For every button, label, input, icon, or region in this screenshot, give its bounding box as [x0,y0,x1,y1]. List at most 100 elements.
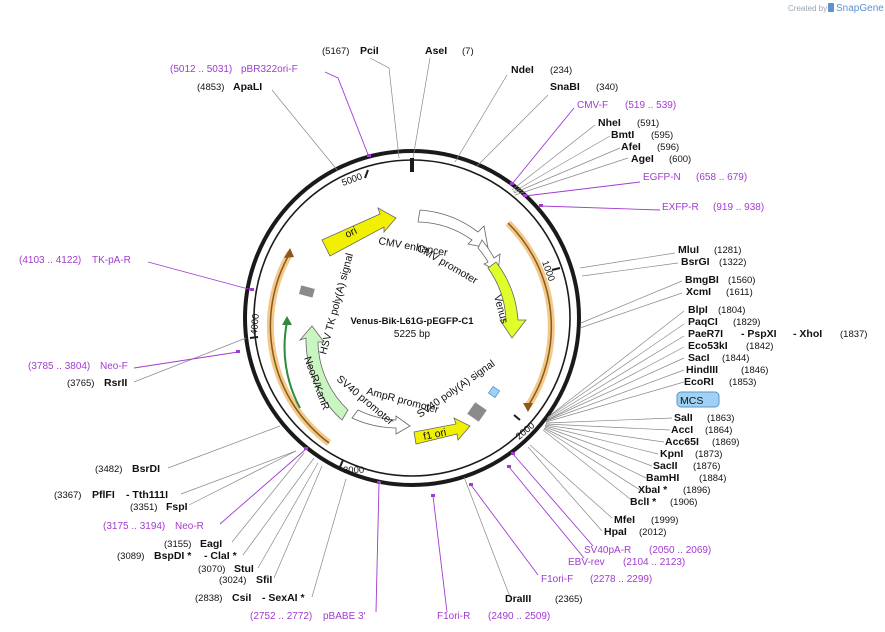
primer-tk-pa-r[interactable]: TK-pA-R [92,255,131,266]
enzyme-xbai-pos: (1896) [683,485,710,496]
enzyme-pflfi-pos: (3367) [54,490,81,501]
enzyme-bcli-pos: (1906) [670,497,697,508]
enzyme-snabi[interactable]: SnaBI [550,81,580,93]
enzyme-mfei[interactable]: MfeI [614,514,635,526]
enzyme-sfii-pos: (3024) [219,575,246,586]
enzyme-stui[interactable]: StuI [234,563,254,575]
primer-neo-f[interactable]: Neo-F [100,361,128,372]
enzyme-hpai-pos: (2012) [639,527,666,538]
enzyme-pcii[interactable]: PciI [360,45,379,57]
primer-egfp-n[interactable]: EGFP-N [643,172,681,183]
enzyme-acc65i[interactable]: Acc65I [665,436,699,448]
enzyme-ecori[interactable]: EcoRI [684,376,714,388]
enzyme-acc65i-pos: (1869) [712,437,739,448]
enzyme-eagi[interactable]: EagI [200,538,222,550]
enzyme-xbai[interactable]: XbaI * [638,484,668,496]
enzyme-sfii[interactable]: SfiI [256,574,272,586]
snapgene-logo-icon [828,3,834,12]
enzyme-bcli[interactable]: BclI * [630,496,657,508]
enzyme-eco53ki-pos: (1842) [746,341,773,352]
primer-f1ori-f-range: (2278 .. 2299) [590,574,652,585]
neo-inner-arrow [282,316,292,325]
tick-mark-1000 [551,267,561,271]
primer-cmv-f-range: (519 .. 539) [625,100,676,111]
enzyme-afei[interactable]: AfeI [621,141,641,153]
enzyme-paer7i[interactable]: PaeR7I [688,328,723,340]
enzyme-mlui[interactable]: MluI [678,244,699,256]
enzyme-fspi[interactable]: FspI [166,501,188,513]
enzyme-nhei[interactable]: NheI [598,117,621,129]
enzyme-apali[interactable]: ApaLI [233,81,262,93]
enzyme-csii[interactable]: CsiI [232,592,251,604]
feature-sv40-promoter[interactable] [351,409,411,435]
enzyme-xhoi[interactable]: - XhoI [793,328,822,340]
enzyme-bspdi-pos: (3089) [117,551,144,562]
primer-cmv-f[interactable]: CMV-F [577,100,608,111]
tick-mark-4000 [249,336,259,339]
enzyme-draiii-pos: (2365) [555,594,582,605]
enzyme-asei-pos: (7) [462,46,474,57]
feature-neor-kanr[interactable] [298,325,349,421]
enzyme-sexai[interactable]: - SexAI * [262,592,306,604]
feature-ori[interactable] [321,207,397,257]
primer-ebv-rev-range: (2104 .. 2123) [623,557,685,568]
feature-sv40-polya[interactable] [467,402,487,422]
enzyme-paqci-pos: (1829) [733,317,760,328]
enzyme-rsrii[interactable]: RsrII [104,377,127,389]
enzyme-hpai[interactable]: HpaI [604,526,627,538]
enzyme-bmgbi[interactable]: BmgBI [685,274,719,286]
enzyme-bamhi[interactable]: BamHI [646,472,679,484]
enzyme-bsrdi[interactable]: BsrDI [132,463,160,475]
enzyme-acci-pos: (1864) [705,425,732,436]
enzyme-blpi[interactable]: BlpI [688,304,708,316]
primer-egfp-n-range: (658 .. 679) [696,172,747,183]
mcs-badge[interactable] [676,391,720,408]
enzyme-sali-pos: (1863) [707,413,734,424]
enzyme-ndei-pos: (234) [550,65,572,76]
orf-arrow-venus [523,403,533,412]
enzyme-bspdi[interactable]: BspDI * [154,550,192,562]
enzyme-sacii-pos: (1876) [693,461,720,472]
primer-exfp-r[interactable]: EXFP-R [662,202,699,213]
enzyme-bmti[interactable]: BmtI [611,129,634,141]
enzyme-pspxi[interactable]: - PspXI [741,328,777,340]
enzyme-asei[interactable]: AseI [425,45,447,57]
feature-mcs-marker[interactable] [487,385,501,399]
feature-hsv-tk-polya[interactable] [298,285,315,298]
backbone-outer [243,149,581,487]
primer-neo-r[interactable]: Neo-R [175,521,204,532]
enzyme-clai[interactable]: - ClaI * [204,550,238,562]
primer-sv40pa-r[interactable]: SV40pA-R [584,545,631,556]
primer-f1ori-r[interactable]: F1ori-R [437,611,470,622]
enzyme-pflfi[interactable]: PflFI [92,489,115,501]
feature-cmv-enhancer[interactable] [417,209,489,249]
feature-f1-ori[interactable] [413,417,471,445]
enzyme-bsrgi[interactable]: BsrGI [681,256,710,268]
enzyme-agei[interactable]: AgeI [631,153,654,165]
enzyme-stui-pos: (3070) [198,564,225,575]
enzyme-eco53ki[interactable]: Eco53kI [688,340,728,352]
primer-pbr322ori-f[interactable]: pBR322ori-F [241,64,298,75]
enzyme-tth111i[interactable]: - Tth111I [126,489,168,501]
feature-ori-label: ori [343,225,359,241]
primer-f1ori-f[interactable]: F1ori-F [541,574,573,585]
enzyme-sacii[interactable]: SacII [653,460,678,472]
credit-brand: SnapGene [836,3,884,14]
primer-ebv-rev[interactable]: EBV-rev [568,557,605,568]
enzyme-xcmi[interactable]: XcmI [686,286,711,298]
enzyme-ndei[interactable]: NdeI [511,64,534,76]
enzyme-saci[interactable]: SacI [688,352,710,364]
primer-neo-f-range: (3785 .. 3804) [28,361,90,372]
primer-f1ori-r-range: (2490 .. 2509) [488,611,550,622]
primer-pbabe3[interactable]: pBABE 3' [323,611,366,622]
enzyme-acci[interactable]: AccI [671,424,693,436]
enzyme-draiii[interactable]: DraIII [505,593,531,605]
enzyme-kpni[interactable]: KpnI [660,448,683,460]
enzyme-hindiii-pos: (1846) [741,365,768,376]
feature-venus[interactable] [487,261,527,339]
enzyme-sali[interactable]: SalI [674,412,693,424]
primer-neo-r-range: (3175 .. 3194) [103,521,165,532]
enzyme-paqci[interactable]: PaqCI [688,316,718,328]
enzyme-hindiii[interactable]: HindIII [686,364,718,376]
